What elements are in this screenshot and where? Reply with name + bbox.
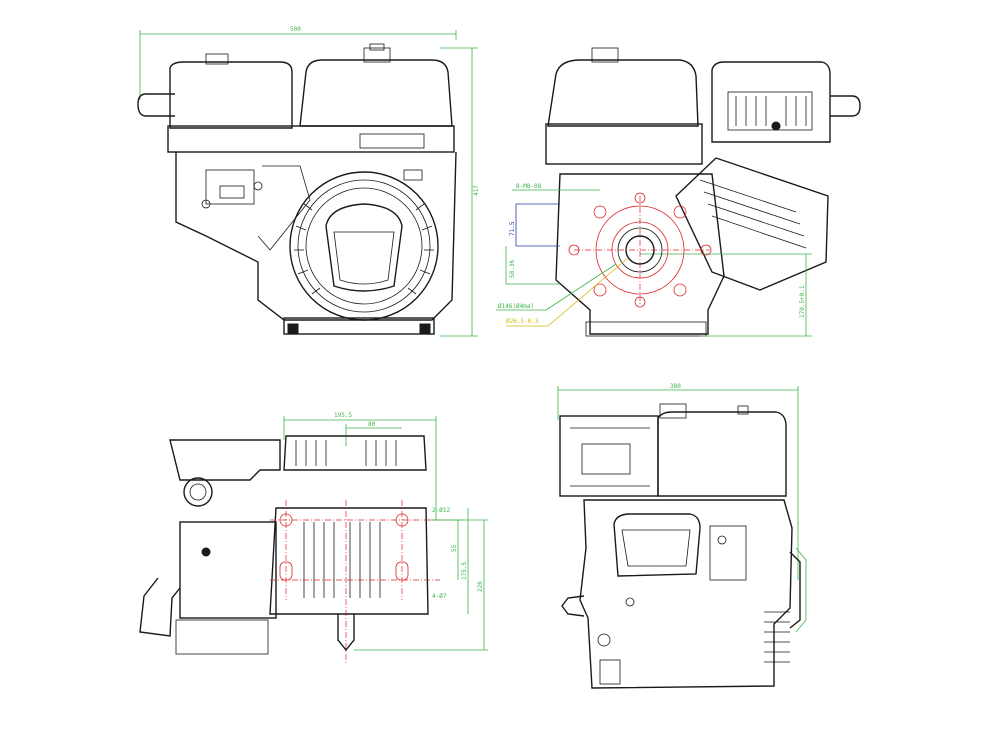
top-width-dim: 380 <box>670 383 681 390</box>
front-view: 500 417 <box>137 26 480 337</box>
bottom-overall-dim: 195.5 <box>334 412 352 419</box>
front-width-dim: 500 <box>290 26 301 33</box>
bottom-v1: 55 <box>451 544 458 552</box>
top-view: 380 <box>557 383 807 689</box>
bottom-inner-dim: 80 <box>368 421 376 428</box>
pto-bolt-note: 8-M8-08 <box>516 183 542 190</box>
bottom-slot-note: 4-Ø7 <box>432 593 447 600</box>
bottom-v2: 175.5 <box>461 562 468 580</box>
pto-dim-b: 58.36 <box>509 260 516 278</box>
bottom-v3: 226 <box>477 581 484 592</box>
pto-shaft-note: Ø26.5-0.3 <box>506 318 539 325</box>
pto-side-view: 71.5 58.36 8-M8-08 170.5+0.1 Ø146(Ø4ma) … <box>496 47 861 337</box>
pto-dim-a: 71.5 <box>509 221 516 236</box>
bottom-view: 195.5 80 <box>139 412 488 664</box>
front-height-dim: 417 <box>473 185 480 196</box>
pto-bolt-circle-note: Ø146(Ø4ma) <box>498 303 534 310</box>
pto-shaft-height: 170.5+0.1 <box>799 285 806 318</box>
bottom-hole-note: 2-Ø12 <box>432 507 450 514</box>
